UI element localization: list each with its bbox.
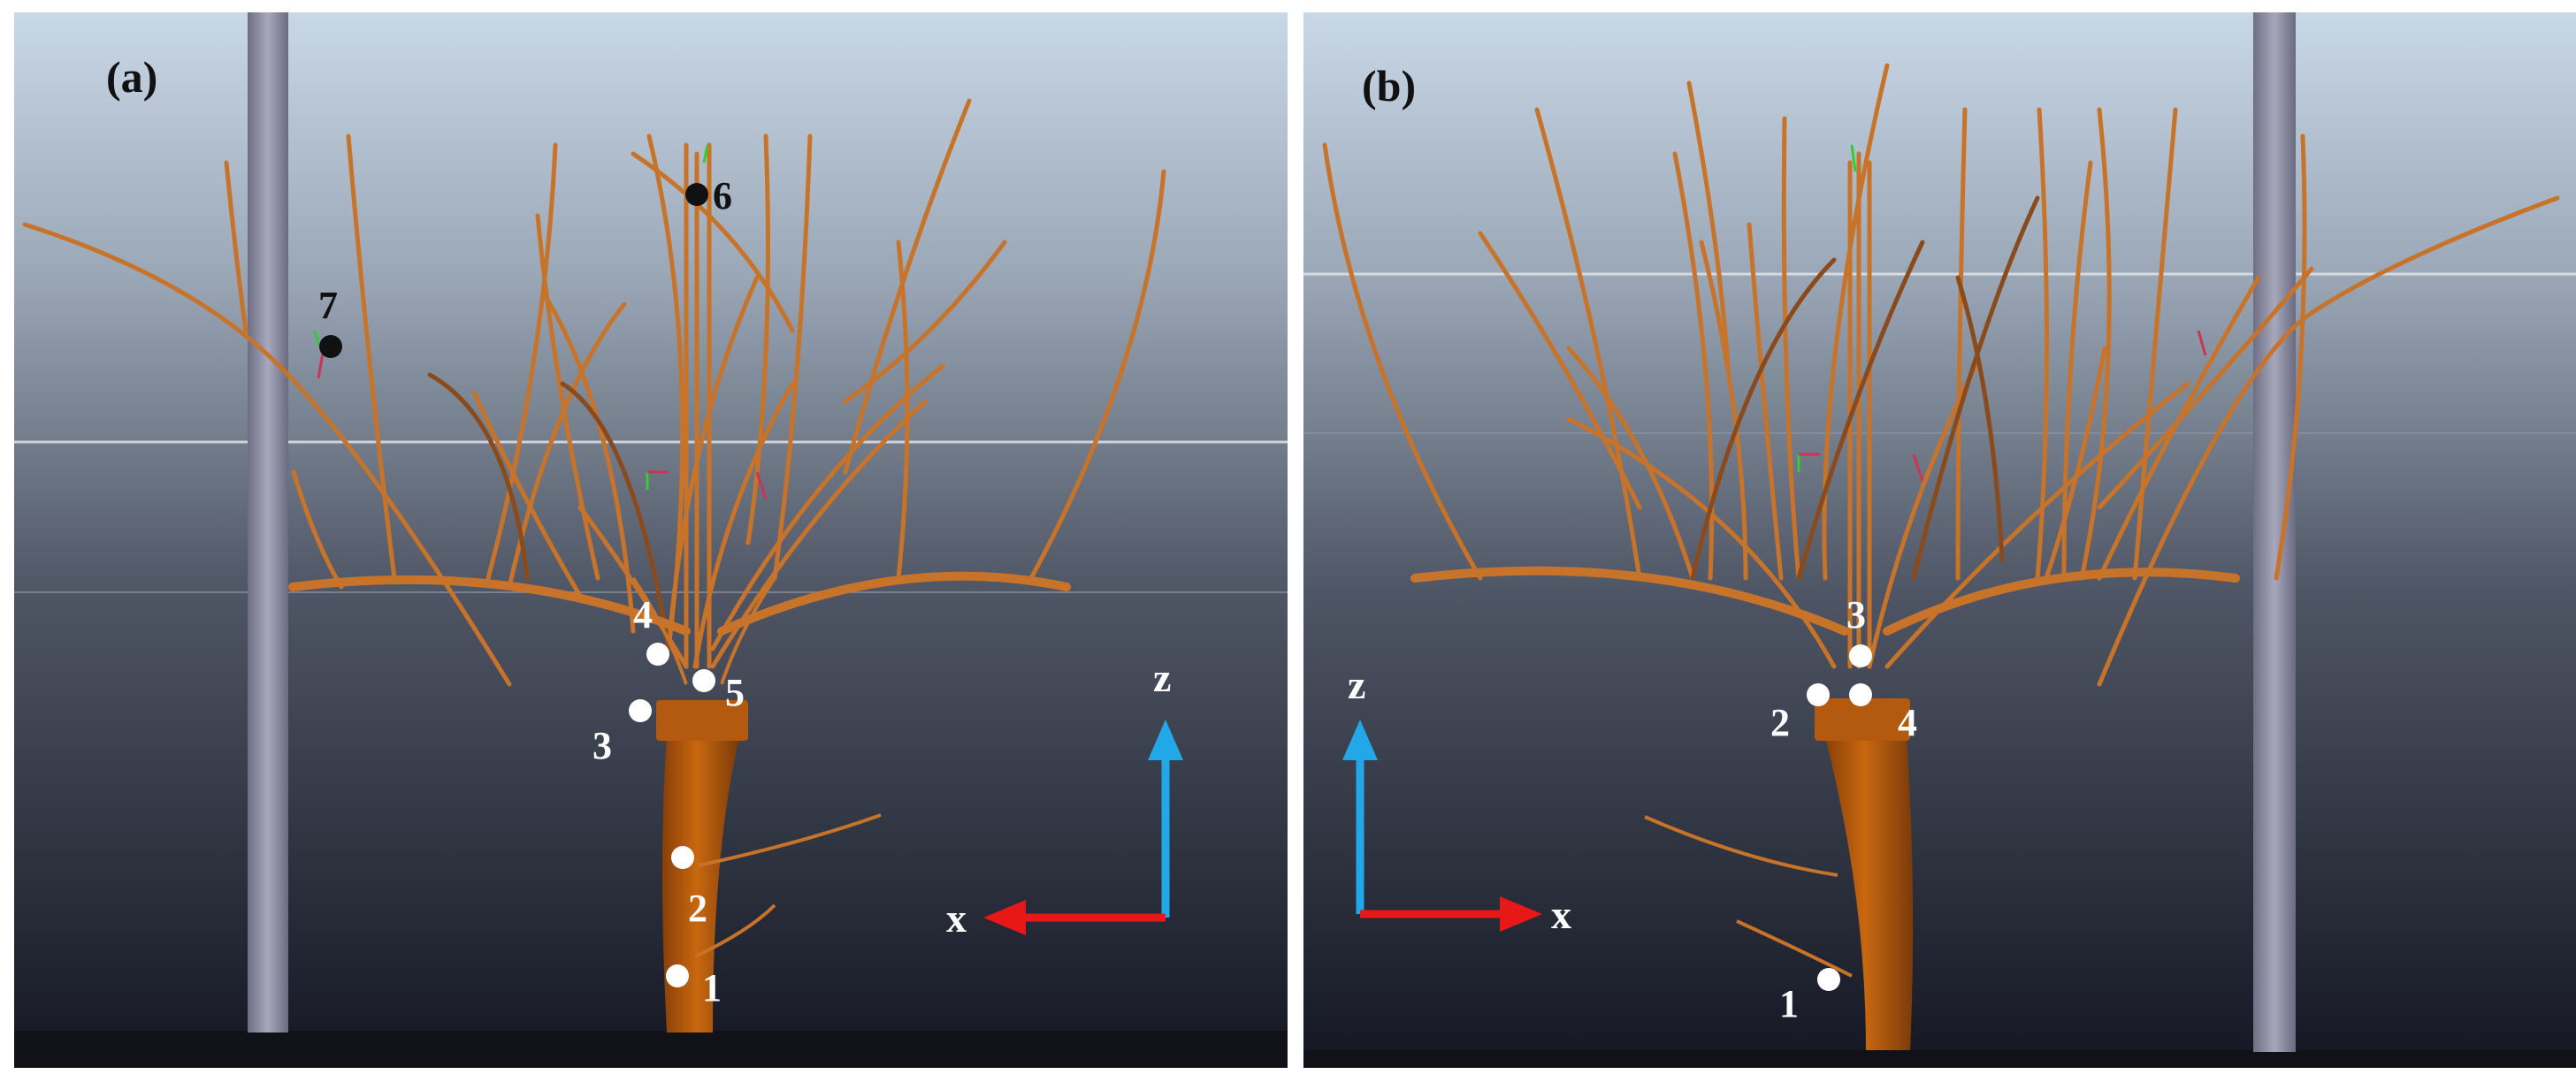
cordon-right (1883, 568, 2240, 636)
arrow-left-icon (983, 900, 1166, 935)
support-post (2253, 12, 2296, 1052)
point-label-2: 2 (1770, 701, 1790, 744)
point-marker-2 (1807, 683, 1830, 706)
sensor-markers (1797, 144, 2207, 482)
point-label-5: 5 (725, 671, 745, 714)
point-marker-3 (1849, 644, 1872, 667)
point-marker-1 (666, 964, 689, 987)
canopy-branches (22, 98, 1166, 687)
point-marker-1 (1817, 968, 1840, 991)
axes-indicator: z x (1342, 662, 1571, 937)
cordon-left (288, 575, 691, 636)
x-axis-label: x (1551, 892, 1571, 937)
point-label-7: 7 (318, 284, 338, 327)
panel-a: 1 2 3 4 5 6 7 (a) z x (14, 12, 1288, 1068)
arrow-up-icon (1148, 720, 1183, 918)
point-marker-5 (692, 669, 715, 692)
trunk-shoots (694, 813, 882, 958)
point-label-1: 1 (1779, 982, 1799, 1025)
cordon-left (1410, 566, 1849, 636)
panel-label: (a) (106, 52, 157, 102)
cordon-right (717, 571, 1071, 636)
background (14, 12, 1288, 1068)
axes-indicator: z x (946, 655, 1183, 941)
measurement-points: 1 2 3 4 5 6 7 (318, 174, 745, 1010)
point-marker-6 (685, 183, 708, 206)
support-post (248, 12, 288, 1032)
trunk-head (656, 700, 748, 741)
trunk-head (1815, 698, 1910, 741)
measurement-points: 1 2 3 4 (1770, 593, 1917, 1025)
point-label-6: 6 (713, 174, 732, 217)
panel-a-canvas: 1 2 3 4 5 6 7 (a) z x (14, 12, 1288, 1068)
point-label-4: 4 (1898, 701, 1917, 744)
z-axis-label: z (1153, 655, 1171, 700)
point-marker-3 (629, 699, 652, 722)
point-marker-4 (646, 643, 669, 666)
canopy-branches (1322, 63, 2560, 687)
ground (1303, 1050, 2576, 1068)
panel-label: (b) (1362, 61, 1416, 110)
z-axis-label: z (1348, 662, 1365, 707)
arrow-up-icon (1342, 720, 1378, 914)
point-label-2: 2 (688, 887, 707, 930)
arrow-right-icon (1360, 896, 1542, 932)
panel-b-canvas: 1 2 3 4 (b) z x (1303, 12, 2576, 1068)
x-axis-label: x (946, 895, 967, 941)
point-marker-4 (1849, 683, 1872, 706)
point-label-1: 1 (702, 966, 722, 1010)
panel-b: 1 2 3 4 (b) z x (1303, 12, 2576, 1068)
point-marker-2 (671, 846, 694, 869)
trunk-shoots (1644, 815, 1853, 978)
trunk (662, 737, 739, 1032)
point-label-3: 3 (592, 724, 612, 767)
ground (14, 1031, 1288, 1068)
canopy-branches-shadowed (1690, 195, 2040, 581)
point-label-4: 4 (633, 593, 653, 636)
head-branches (631, 576, 776, 685)
point-label-3: 3 (1846, 593, 1866, 636)
canopy-branches-shadowed (427, 372, 671, 651)
background (1303, 12, 2576, 1068)
point-marker-7 (319, 335, 342, 358)
trunk (1825, 737, 1914, 1050)
